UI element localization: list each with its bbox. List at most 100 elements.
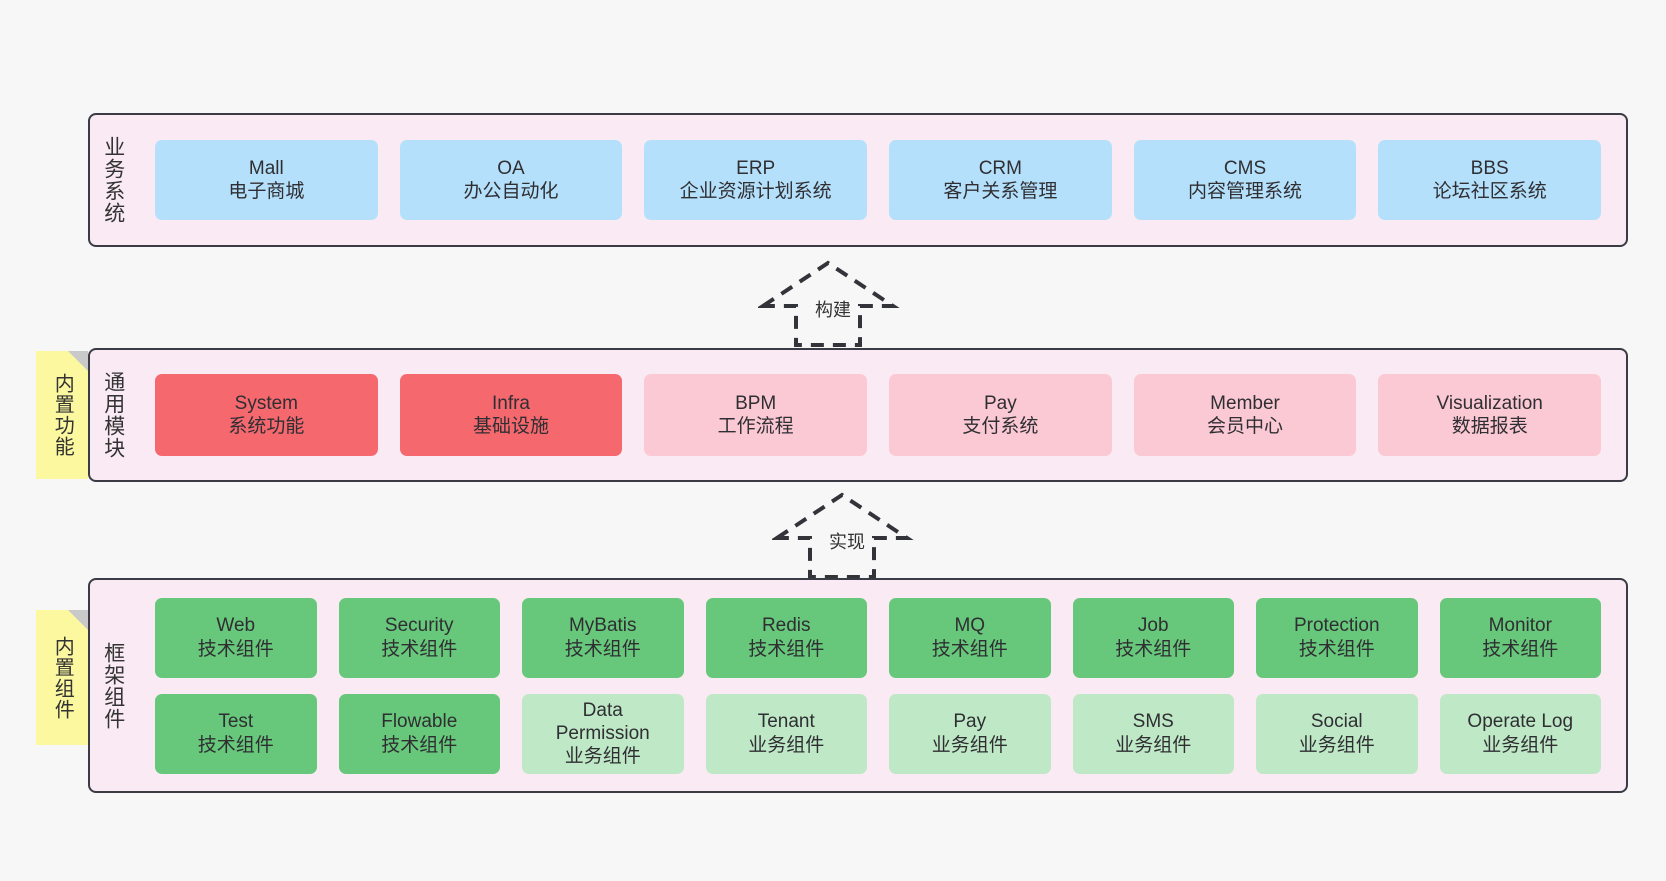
cell: Monitor 技术组件 — [1429, 597, 1613, 678]
box-subtitle: 业务组件 — [1482, 734, 1559, 756]
box-title: Operate Log — [1467, 711, 1574, 733]
cell: Mall 电子商城 — [144, 140, 389, 220]
box-subtitle: 工作流程 — [717, 416, 794, 437]
box-monitor[interactable]: Monitor 技术组件 — [1439, 597, 1601, 678]
box-subtitle: 办公自动化 — [463, 181, 559, 202]
box-cms[interactable]: CMS 内容管理系统 — [1133, 140, 1357, 220]
box-subtitle: 基础设施 — [473, 416, 550, 437]
box-security[interactable]: Security 技术组件 — [338, 597, 500, 678]
box-sms[interactable]: SMS 业务组件 — [1072, 693, 1234, 774]
cell: Protection 技术组件 — [1245, 597, 1429, 678]
box-title: Member — [1210, 392, 1280, 414]
box-subtitle: 会员中心 — [1207, 416, 1284, 437]
box-protection[interactable]: Protection 技术组件 — [1256, 597, 1418, 678]
box-pay-module[interactable]: Pay 支付系统 — [889, 374, 1112, 456]
box-flowable[interactable]: Flowable 技术组件 — [338, 693, 500, 774]
cell: CMS 内容管理系统 — [1123, 140, 1368, 220]
cell: MyBatis 技术组件 — [511, 597, 695, 678]
box-infra[interactable]: Infra 基础设施 — [399, 374, 623, 456]
box-subtitle: 客户关系管理 — [943, 181, 1058, 202]
modules-row: System 系统功能 Infra 基础设施 BPM 工作流程 — [144, 374, 1612, 456]
box-mall[interactable]: Mall 电子商城 — [155, 140, 378, 220]
layer-common-modules: 通用模块 System 系统功能 Infra 基础设施 — [88, 348, 1628, 482]
box-title: CMS — [1223, 157, 1267, 179]
box-title: Monitor — [1488, 615, 1552, 637]
layer-framework-components: 框架组件 Web 技术组件 Security 技术组件 — [88, 578, 1628, 793]
build-arrow-icon — [758, 260, 900, 347]
box-erp[interactable]: ERP 企业资源计划系统 — [644, 140, 868, 220]
box-subtitle: 数据报表 — [1451, 416, 1528, 437]
framework-row-business: Test 技术组件 Flowable 技术组件 Data Permission … — [144, 693, 1612, 774]
note-label: 内置组件 — [51, 635, 74, 720]
cell: Infra 基础设施 — [389, 374, 634, 456]
cell: Flowable 技术组件 — [328, 693, 512, 774]
box-subtitle: 技术组件 — [931, 638, 1008, 660]
box-member[interactable]: Member 会员中心 — [1133, 374, 1357, 456]
box-title: Job — [1137, 615, 1169, 637]
box-subtitle: 技术组件 — [197, 734, 274, 756]
box-subtitle: 技术组件 — [748, 638, 825, 660]
box-subtitle: 技术组件 — [564, 638, 641, 660]
box-visualization[interactable]: Visualization 数据报表 — [1378, 374, 1602, 456]
cell: BPM 工作流程 — [633, 374, 878, 456]
cell: Job 技术组件 — [1062, 597, 1246, 678]
box-title: Web — [216, 615, 256, 637]
box-subtitle: 技术组件 — [1482, 638, 1559, 660]
box-title: MyBatis — [568, 615, 637, 637]
cell: Test 技术组件 — [144, 693, 328, 774]
box-title: SMS — [1132, 711, 1174, 733]
cell: Social 业务组件 — [1245, 693, 1429, 774]
box-subtitle: 业务组件 — [564, 746, 641, 768]
box-title: CRM — [978, 157, 1022, 179]
box-subtitle: 技术组件 — [381, 638, 458, 660]
box-subtitle: 支付系统 — [962, 416, 1039, 437]
box-data-permission[interactable]: Data Permission 业务组件 — [522, 693, 684, 774]
box-title: Flowable — [381, 711, 458, 733]
cell: Tenant 业务组件 — [695, 693, 879, 774]
implement-arrow-icon — [772, 492, 914, 579]
box-subtitle: 企业资源计划系统 — [679, 181, 832, 202]
box-pay-component[interactable]: Pay 业务组件 — [889, 693, 1051, 774]
box-title: MQ — [954, 615, 986, 637]
box-title: Social — [1310, 711, 1363, 733]
box-bbs[interactable]: BBS 论坛社区系统 — [1378, 140, 1602, 220]
note-label: 内置功能 — [51, 373, 74, 457]
box-mybatis[interactable]: MyBatis 技术组件 — [522, 597, 684, 678]
layer-title-framework: 框架组件 — [101, 641, 125, 730]
box-job[interactable]: Job 技术组件 — [1072, 597, 1234, 678]
box-test[interactable]: Test 技术组件 — [155, 693, 317, 774]
box-subtitle: 电子商城 — [228, 181, 305, 202]
cell: Redis 技术组件 — [695, 597, 879, 678]
box-tenant[interactable]: Tenant 业务组件 — [705, 693, 867, 774]
box-web[interactable]: Web 技术组件 — [155, 597, 317, 678]
box-mq[interactable]: MQ 技术组件 — [889, 597, 1051, 678]
box-title: Redis — [761, 615, 811, 637]
connector-build: 构建 — [758, 258, 908, 350]
layer-business-systems: 业务系统 Mall 电子商城 OA 办公自动化 ERP — [88, 113, 1628, 247]
box-operate-log[interactable]: Operate Log 业务组件 — [1439, 693, 1601, 774]
cell: Pay 业务组件 — [878, 693, 1062, 774]
box-oa[interactable]: OA 办公自动化 — [399, 140, 623, 220]
box-redis[interactable]: Redis 技术组件 — [705, 597, 867, 678]
cell: Member 会员中心 — [1123, 374, 1368, 456]
note-builtin-components: 内置组件 — [36, 610, 88, 745]
box-subtitle: 内容管理系统 — [1188, 181, 1303, 202]
box-subtitle: 技术组件 — [1298, 638, 1375, 660]
connector-implement: 实现 — [772, 490, 922, 582]
box-system[interactable]: System 系统功能 — [155, 374, 378, 456]
box-title: Pay — [983, 392, 1017, 414]
cell: MQ 技术组件 — [878, 597, 1062, 678]
folded-corner-icon — [68, 351, 88, 371]
box-title: Test — [218, 711, 254, 733]
box-crm[interactable]: CRM 客户关系管理 — [889, 140, 1112, 220]
cell: SMS 业务组件 — [1062, 693, 1246, 774]
layer-title-modules: 通用模块 — [101, 371, 125, 459]
box-bpm[interactable]: BPM 工作流程 — [644, 374, 868, 456]
box-title: BPM — [735, 392, 777, 414]
layer-body-business: Mall 电子商城 OA 办公自动化 ERP 企业资源计划系统 — [136, 115, 1626, 245]
box-subtitle: 业务组件 — [1298, 734, 1375, 756]
note-builtin-features: 内置功能 — [36, 351, 88, 479]
box-social[interactable]: Social 业务组件 — [1256, 693, 1418, 774]
box-title: Pay — [953, 711, 987, 733]
